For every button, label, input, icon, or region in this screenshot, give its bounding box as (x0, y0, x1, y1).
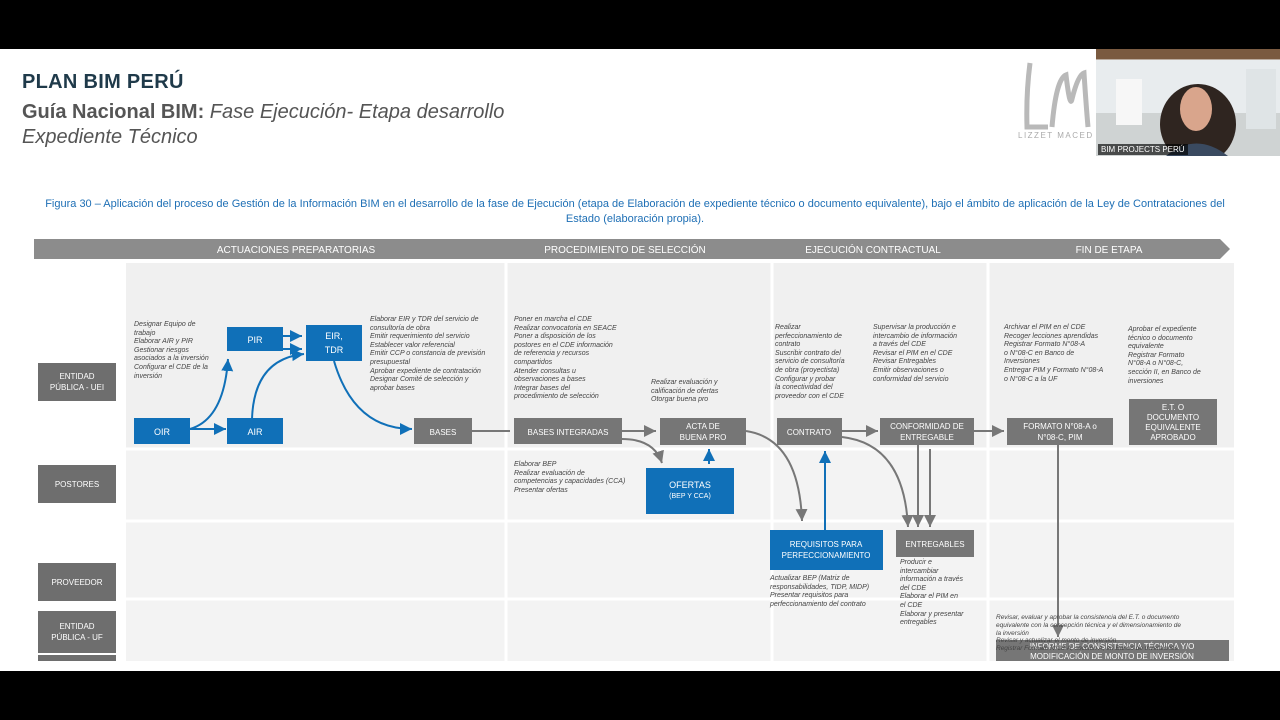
box-oir (134, 418, 190, 444)
process-diagram: ACTUACIONES PREPARATORIAS PROCEDIMIENTO … (34, 239, 1234, 661)
subtitle-bold: Guía Nacional BIM: (22, 101, 205, 123)
box-et-aprobado (1129, 399, 1217, 445)
box-pir-label: PIR (247, 335, 263, 345)
note-proveedor-2: Producir e intercambiar información a tr… (900, 559, 964, 627)
page-title: PLAN BIM PERÚ (22, 71, 184, 93)
phase-label: ACTUACIONES PREPARATORIAS (217, 245, 376, 256)
lane-label-line: ENTIDAD (59, 622, 94, 631)
phase-label: EJECUCIÓN CONTRACTUAL (805, 243, 941, 256)
box-contrato-label: CONTRATO (787, 428, 831, 437)
box-contrato (777, 418, 842, 445)
box-requisitos-label: REQUISITOS PARA (790, 540, 863, 549)
subtitle-italic: Fase Ejecución- Etapa desarrollo (204, 101, 505, 123)
note-end-2: Aprobar el expediente técnico o document… (1128, 326, 1201, 385)
phase-label: PROCEDIMIENTO DE SELECCIÓN (544, 243, 706, 256)
page-subtitle: Guía Nacional BIM: Fase Ejecución- Etapa… (22, 101, 504, 124)
webcam-feed (1096, 49, 1280, 156)
note-selection-1: Poner en marcha el CDE Realizar convocat… (514, 316, 617, 401)
lane-label-line: ENTIDAD (59, 372, 94, 381)
box-ofertas-label: OFERTAS (669, 480, 711, 490)
slide: PLAN BIM PERÚ Guía Nacional BIM: Fase Ej… (0, 49, 1280, 671)
diagram-canvas: ACTUACIONES PREPARATORIAS PROCEDIMIENTO … (34, 239, 1234, 661)
page-subtitle-line2: Expediente Técnico (22, 126, 198, 148)
box-acta-label: BUENA PRO (680, 433, 727, 442)
logo-text: LIZZET MACED (1018, 131, 1094, 140)
box-ofertas-label: (BEP Y CCA) (669, 493, 711, 500)
lane-label-box (38, 655, 116, 661)
note-selection-2: Realizar evaluación y calificación de of… (651, 379, 719, 404)
note-preparatory-2: Elaborar EIR y TDR del servicio de consu… (370, 316, 486, 392)
note-execution-1: Realizar perfeccionamiento de contrato S… (775, 324, 845, 400)
box-informe-label: INFORME DE CONSISTENCIA TÉCNICA Y/O (1030, 642, 1195, 651)
box-ofertas (646, 468, 734, 514)
box-air (227, 418, 283, 444)
lane-label: PROVEEDOR (51, 578, 102, 587)
lane-label-box (38, 611, 116, 653)
note-execution-2: Supervisar la producción e intercambio d… (873, 324, 958, 383)
box-formato (1007, 418, 1113, 445)
note-postores: Elaborar BEP Realizar evaluación de comp… (514, 461, 626, 494)
box-et-label: DOCUMENTO (1147, 413, 1199, 422)
box-bases (414, 418, 472, 444)
box-informe (996, 640, 1229, 661)
note-end-1: Archivar el PIM en el CDE Recoger leccio… (1004, 324, 1104, 383)
box-eir (306, 325, 362, 361)
lane-label: POSTORES (55, 480, 99, 489)
box-conformidad-label: CONFORMIDAD DE (890, 422, 964, 431)
box-entregables-label: ENTREGABLES (905, 540, 964, 549)
phase-label: FIN DE ETAPA (1076, 245, 1143, 256)
lane-label-box (38, 465, 116, 503)
box-entregables (896, 530, 974, 557)
box-pir (227, 327, 283, 351)
box-requisitos (770, 530, 883, 570)
note-proveedor-1: Actualizar BEP (Matriz de responsabilida… (770, 575, 870, 608)
box-formato-label: FORMATO N°08-A o (1023, 422, 1097, 431)
note-uf-visible: Revisar, evaluar y aprobar la consistenc… (996, 614, 1182, 653)
lane-label-box (38, 563, 116, 601)
box-eir-label: EIR, (325, 331, 343, 341)
box-eir-label: TDR (325, 345, 344, 355)
box-air-label: AIR (247, 427, 263, 437)
box-requisitos-label: PERFECCIONAMIENTO (782, 551, 871, 560)
lm-logo (1024, 62, 1091, 130)
box-et-label: APROBADO (1150, 433, 1195, 442)
box-oir-label: OIR (154, 427, 171, 437)
box-acta (660, 418, 746, 445)
lane-label-line: PÚBLICA - UEI (50, 383, 104, 392)
box-et-label: E.T. O (1162, 403, 1184, 412)
box-conformidad (880, 418, 974, 445)
presenter-image (1096, 49, 1280, 156)
note-preparatory-1: Designar Equipo de trabajo Elaborar AIR … (134, 321, 209, 380)
box-bases-integradas (514, 418, 622, 444)
box-acta-label: ACTA DE (686, 422, 720, 431)
box-formato-label: N°08-C, PIM (1038, 433, 1083, 442)
camera-label: BIM PROJECTS PERÚ (1098, 144, 1188, 155)
phase-banner (34, 239, 1230, 259)
box-et-label: EQUIVALENTE (1145, 423, 1200, 432)
box-bases-integradas-label: BASES INTEGRADAS (528, 428, 609, 437)
lane-label-line: PÚBLICA - UF (51, 633, 103, 642)
box-conformidad-label: ENTREGABLE (900, 433, 954, 442)
figure-caption: Figura 30 – Aplicación del proceso de Ge… (45, 198, 1225, 225)
box-informe-label: MODIFICACIÓN DE MONTO DE INVERSIÓN (1030, 652, 1194, 661)
lane-label-box (38, 363, 116, 401)
box-bases-label: BASES (430, 428, 457, 437)
